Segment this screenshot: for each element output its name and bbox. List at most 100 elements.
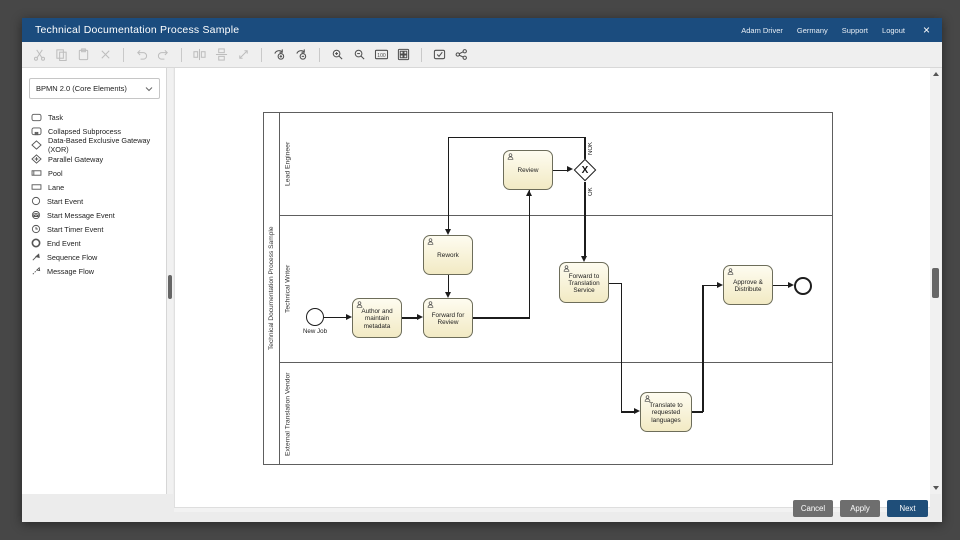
- flow-author-to-forward: [402, 317, 418, 319]
- task-author-and-maintain-metadata[interactable]: Author and maintain metadata: [352, 298, 402, 338]
- task-rework[interactable]: Rework: [423, 235, 473, 275]
- cut-icon[interactable]: [32, 47, 47, 62]
- start-event[interactable]: [306, 308, 324, 326]
- palette-item-start-timer-event[interactable]: Start Timer Event: [25, 222, 163, 236]
- menu-region[interactable]: Germany: [796, 25, 828, 35]
- redo-icon[interactable]: [156, 47, 171, 62]
- next-button[interactable]: Next: [887, 500, 928, 517]
- task-translate-to-requested-languages[interactable]: Translate to requested languages: [640, 392, 692, 432]
- lane-label-technical-writer[interactable]: Technical Writer: [284, 264, 292, 314]
- start-event-icon: [31, 196, 41, 206]
- arrowhead: [346, 313, 352, 320]
- sequence-flow-icon: [32, 253, 40, 261]
- sidebar-scrollbar[interactable]: [167, 68, 173, 494]
- user-task-icon: [507, 153, 514, 162]
- toolbar: 100: [22, 42, 942, 68]
- arrowhead: [444, 229, 451, 235]
- align-vertical-icon[interactable]: [214, 47, 229, 62]
- close-icon[interactable]: ×: [922, 23, 930, 37]
- palette-item-pool[interactable]: Pool: [25, 166, 163, 180]
- flow-nok-h: [447, 136, 586, 138]
- user-task-icon: [644, 395, 651, 404]
- arrowhead: [717, 281, 723, 288]
- end-event[interactable]: [794, 277, 812, 295]
- chevron-down-icon: [145, 86, 153, 91]
- user-task-icon: [427, 238, 434, 247]
- palette-item-task[interactable]: Task: [25, 110, 163, 124]
- flow-label-nok: NOK: [588, 142, 594, 156]
- palette-item-lane[interactable]: Lane: [25, 180, 163, 194]
- copy-icon[interactable]: [54, 47, 69, 62]
- palette-item-parallel-gateway[interactable]: Parallel Gateway: [25, 152, 163, 166]
- menu-user[interactable]: Adam Driver: [741, 25, 783, 35]
- zoom-out-icon[interactable]: [352, 47, 367, 62]
- toolbar-separator: [421, 47, 422, 62]
- zoom-in-icon[interactable]: [330, 47, 345, 62]
- xor-gateway-marker: X: [581, 164, 589, 176]
- menu-logout[interactable]: Logout: [882, 25, 905, 35]
- palette-item-xor-gateway[interactable]: Data-Based Exclusive Gateway (XOR): [25, 136, 163, 154]
- cancel-button[interactable]: Cancel: [793, 500, 833, 517]
- zoom-selection-icon[interactable]: [272, 47, 287, 62]
- toolbar-separator: [123, 47, 124, 62]
- palette-item-collapsed-subprocess[interactable]: Collapsed Subprocess: [25, 124, 163, 138]
- delete-icon[interactable]: [98, 47, 113, 62]
- window-title: Technical Documentation Process Sample: [35, 24, 240, 36]
- sidebar-scrollbar-thumb[interactable]: [168, 275, 172, 299]
- validate-icon[interactable]: [432, 47, 447, 62]
- zoom-fit-icon[interactable]: [396, 47, 411, 62]
- flow-forward-to-review-h: [473, 317, 530, 319]
- title-bar-menu: Adam Driver Germany Support Logout ×: [741, 18, 934, 42]
- task-approve-and-distribute[interactable]: Approve & Distribute: [723, 265, 773, 305]
- pool-icon: [31, 170, 42, 176]
- palette-item-message-flow[interactable]: Message Flow: [25, 264, 163, 278]
- flow-rework-to-forward: [447, 275, 449, 293]
- flow-nok-v1: [584, 137, 586, 159]
- apply-button[interactable]: Apply: [840, 500, 880, 517]
- arrowhead: [634, 408, 640, 414]
- horizontal-scrollbar[interactable]: [174, 507, 930, 512]
- scroll-down-icon[interactable]: [933, 486, 939, 490]
- user-task-icon: [427, 301, 434, 310]
- vertical-scrollbar-thumb[interactable]: [932, 268, 939, 298]
- paste-icon[interactable]: [76, 47, 91, 62]
- zoom-actual-size-icon[interactable]: 100: [374, 47, 389, 62]
- message-flow-icon: [32, 266, 41, 275]
- task-icon: [31, 113, 42, 121]
- menu-support[interactable]: Support: [841, 25, 869, 35]
- task-forward-for-review[interactable]: Forward for Review: [423, 298, 473, 338]
- lane-label-lead-engineer[interactable]: Lead Engineer: [284, 141, 292, 186]
- flow-translate-to-approve-h1: [692, 411, 703, 413]
- task-review[interactable]: Review: [503, 150, 553, 190]
- align-horizontal-icon[interactable]: [192, 47, 207, 62]
- palette-item-start-event[interactable]: Start Event: [25, 194, 163, 208]
- lane-divider: [280, 362, 833, 363]
- collapsed-subprocess-icon: [31, 126, 42, 135]
- flow-ok-v: [584, 182, 586, 257]
- undo-icon[interactable]: [134, 47, 149, 62]
- resize-diagonal-icon[interactable]: [236, 47, 251, 62]
- vertical-scrollbar[interactable]: [930, 68, 941, 494]
- zoom-region-icon[interactable]: [294, 47, 309, 62]
- end-event-icon: [31, 238, 41, 248]
- palette-item-start-message-event[interactable]: Start Message Event: [25, 208, 163, 222]
- lane-label-external-translation-vendor[interactable]: External Translation Vendor: [284, 372, 292, 456]
- flow-fts-to-translate-h1: [609, 282, 622, 284]
- share-icon[interactable]: [454, 47, 469, 62]
- task-forward-to-translation-service[interactable]: Forward to Translation Service: [559, 262, 609, 303]
- palette-item-end-event[interactable]: End Event: [25, 236, 163, 250]
- toolbar-separator: [319, 47, 320, 62]
- parallel-gateway-icon: [31, 154, 42, 164]
- flow-review-to-gateway: [553, 169, 569, 171]
- arrowhead: [567, 166, 573, 172]
- palette-item-sequence-flow[interactable]: Sequence Flow: [25, 250, 163, 264]
- scroll-up-icon[interactable]: [933, 72, 939, 76]
- palette-sidebar: BPMN 2.0 (Core Elements) Task Collapsed …: [22, 68, 167, 494]
- xor-gateway-icon: [31, 140, 42, 150]
- palette-dropdown[interactable]: BPMN 2.0 (Core Elements): [29, 78, 160, 99]
- flow-nok-v2: [447, 137, 449, 230]
- flow-translate-to-approve-v: [702, 285, 704, 412]
- arrowhead: [581, 256, 587, 262]
- palette-dropdown-value: BPMN 2.0 (Core Elements): [36, 84, 127, 93]
- user-task-icon: [727, 268, 734, 277]
